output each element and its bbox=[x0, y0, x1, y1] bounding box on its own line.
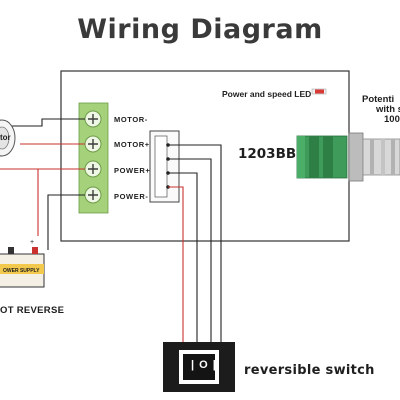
reversible-switch-icon bbox=[163, 342, 235, 392]
switch-header-connector bbox=[149, 130, 180, 203]
potentiometer-icon bbox=[348, 132, 400, 182]
svg-text:+: + bbox=[30, 239, 34, 246]
led-label: Power and speed LED bbox=[222, 89, 312, 99]
terminal-screw-icon bbox=[84, 135, 102, 153]
wire-switch-4 bbox=[168, 186, 184, 344]
potentiometer-label-line: 100 bbox=[384, 114, 400, 125]
switch-symbols: | O | bbox=[191, 359, 217, 371]
power-led-icon bbox=[311, 88, 327, 95]
controller-model-label: 1203BB bbox=[238, 146, 297, 162]
wire-motor-minus bbox=[12, 118, 85, 127]
pot-connector bbox=[296, 135, 348, 179]
diagram-title: Wiring Diagram bbox=[77, 14, 323, 45]
terminal-label-motor-plus: MOTOR+ bbox=[114, 140, 150, 149]
motor-label: tor bbox=[0, 133, 11, 142]
wire-switch-2 bbox=[168, 158, 212, 344]
switch-label: reversible switch bbox=[244, 363, 375, 378]
wire-switch-3 bbox=[168, 172, 198, 344]
potentiometer-label-line: Potenti bbox=[362, 94, 395, 105]
terminal-screw-icon bbox=[84, 110, 102, 128]
motor-icon bbox=[0, 119, 16, 157]
terminal-label-power-plus: POWER+ bbox=[114, 166, 151, 175]
terminal-label-power-minus: POWER- bbox=[114, 192, 149, 201]
wire-switch-1 bbox=[168, 144, 222, 344]
potentiometer-label: Potenti with s 100 bbox=[362, 95, 400, 125]
potentiometer-label-line: with s bbox=[376, 104, 400, 115]
terminal-screw-icon bbox=[84, 160, 102, 178]
terminal-screw-icon bbox=[84, 186, 102, 204]
terminal-label-motor-minus: MOTOR- bbox=[114, 115, 148, 124]
power-supply-label: OWER SUPPLY bbox=[3, 268, 40, 274]
reverse-label: OT REVERSE bbox=[0, 305, 65, 316]
wire-power-minus bbox=[47, 194, 85, 250]
power-supply-icon: + bbox=[0, 239, 45, 288]
